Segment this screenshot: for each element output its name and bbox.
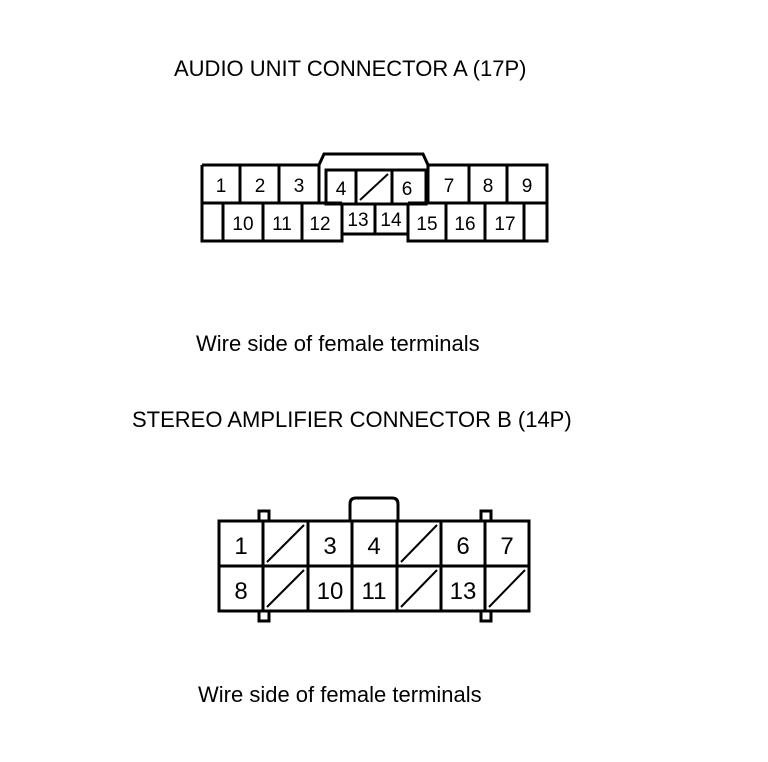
- connector-a-title: AUDIO UNIT CONNECTOR A (17P): [174, 56, 527, 81]
- connector-a-pin-15: 15: [416, 214, 437, 235]
- connector-b-unused-12: [400, 569, 438, 608]
- connector-a-pin-6: 6: [402, 179, 413, 200]
- connector-a-pin-8: 8: [483, 176, 494, 197]
- connector-b-unused-2: [266, 524, 305, 563]
- connector-a-pin-2: 2: [255, 176, 266, 197]
- connector-b-unused-14: [488, 569, 526, 608]
- connector-b-pin-8: 8: [234, 578, 247, 605]
- connector-a-outline: [200, 152, 549, 243]
- connector-b-pin-10: 10: [317, 578, 344, 605]
- connector-a-pin-3: 3: [294, 176, 305, 197]
- connector-a-pin-4: 4: [336, 179, 347, 200]
- connector-a-pin-12: 12: [309, 214, 330, 235]
- connector-a-pin-1: 1: [216, 176, 227, 197]
- connector-b-pin-4: 4: [367, 533, 380, 560]
- connector-b-unused-9: [266, 569, 305, 608]
- connector-b-caption: Wire side of female terminals: [198, 682, 482, 707]
- connector-b-pin-7: 7: [500, 533, 513, 560]
- connector-b-outline: [217, 496, 531, 623]
- connector-a-pin-10: 10: [232, 214, 253, 235]
- connector-a-unused-5: [359, 173, 389, 201]
- connector-b-pin-6: 6: [456, 533, 469, 560]
- connector-b-pin-13: 13: [450, 578, 477, 605]
- connector-a-pin-9: 9: [522, 176, 533, 197]
- connector-a-pin-16: 16: [454, 214, 475, 235]
- connector-a-pin-14: 14: [380, 210, 402, 231]
- connector-a-pin-7: 7: [444, 176, 455, 197]
- connector-a-pin-11: 11: [272, 214, 292, 235]
- connector-a-pin-13: 13: [347, 210, 368, 231]
- connector-b-unused-5: [400, 524, 438, 563]
- connector-b-pin-1: 1: [234, 533, 247, 560]
- connector-a-caption: Wire side of female terminals: [196, 331, 480, 356]
- connector-b-pin-11: 11: [362, 578, 387, 605]
- connector-b-title: STEREO AMPLIFIER CONNECTOR B (14P): [132, 407, 572, 432]
- connector-b-pin-3: 3: [323, 533, 336, 560]
- connector-a-pin-17: 17: [494, 214, 515, 235]
